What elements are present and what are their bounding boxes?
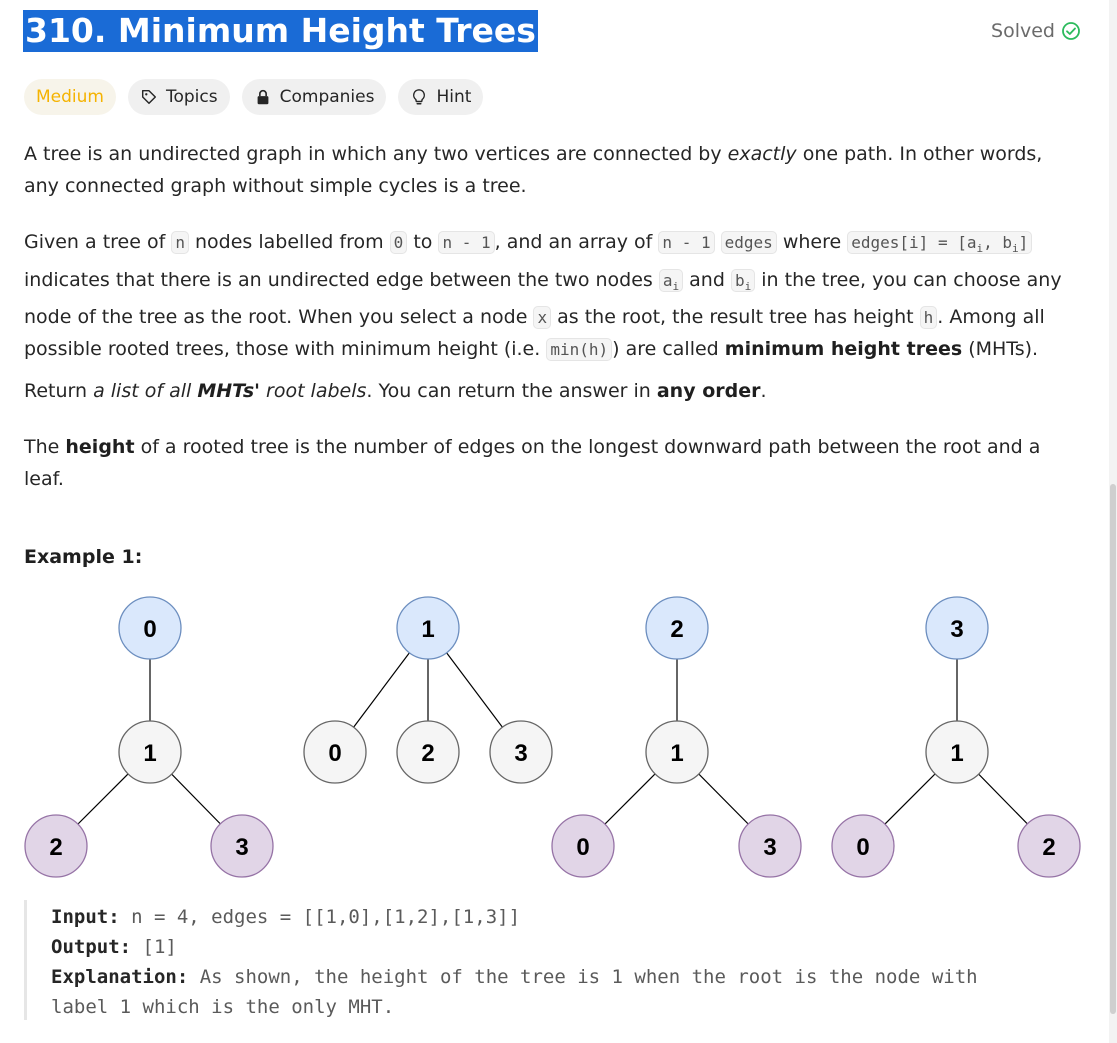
tree-node	[551, 814, 615, 878]
description-paragraph-1: A tree is an undirected graph in which a…	[24, 143, 1043, 197]
tree-node	[489, 720, 553, 784]
example-title: Example 1:	[24, 546, 143, 568]
tree-node	[303, 720, 367, 784]
description-paragraph-3: Return a list of all MHTs' root labels. …	[24, 380, 767, 402]
tree-node-label: 2	[49, 834, 62, 861]
topics-label: Topics	[165, 87, 218, 107]
tree-node-label: 0	[856, 834, 869, 861]
tree-node	[210, 814, 274, 878]
tree-rooted-at-1: 1 0 2 3	[303, 596, 553, 784]
companies-button[interactable]: Companies	[241, 79, 387, 115]
tree-node-label: 2	[670, 616, 683, 643]
tree-node-label: 2	[1042, 834, 1055, 861]
tree-node	[738, 814, 802, 878]
tree-node-label: 3	[763, 834, 776, 861]
tree-rooted-at-3: 3 1 0 2	[831, 596, 1081, 878]
tree-node	[831, 814, 895, 878]
tree-node	[925, 720, 989, 784]
tree-rooted-at-0: 0 1 2 3	[24, 596, 274, 878]
tree-rooted-at-2: 2 1 0 3	[551, 596, 802, 878]
description-paragraph-4: The height of a rooted tree is the numbe…	[24, 436, 1041, 490]
tree-node-label: 2	[421, 740, 434, 767]
solved-label: Solved	[991, 20, 1055, 42]
tree-node-label: 1	[950, 740, 963, 767]
tree-node	[645, 596, 709, 660]
problem-tags: Medium Topics Companies Hint	[24, 79, 484, 115]
solved-status: Solved	[991, 20, 1081, 42]
tree-node	[118, 596, 182, 660]
tree-node-label: 0	[576, 834, 589, 861]
lock-icon	[257, 89, 269, 105]
tree-node-label: 3	[514, 740, 527, 767]
tree-node	[645, 720, 709, 784]
tree-node	[396, 720, 460, 784]
tree-node-label: 1	[143, 740, 156, 767]
description-paragraph-2: Given a tree of n nodes labelled from 0 …	[24, 231, 1062, 361]
scrollbar[interactable]	[1109, 0, 1117, 1043]
lightbulb-icon	[413, 89, 426, 105]
example-explanation-line-2: label 1 which is the only MHT.	[51, 996, 395, 1018]
tree-node-label: 1	[670, 740, 683, 767]
tree-node-label: 0	[143, 616, 156, 643]
tree-node	[925, 596, 989, 660]
example-input-line: Input: n = 4, edges = [[1,0],[1,2],[1,3]…	[51, 906, 521, 928]
difficulty-badge: Medium	[24, 79, 116, 115]
tree-node	[1017, 814, 1081, 878]
companies-label: Companies	[279, 87, 375, 107]
hint-button[interactable]: Hint	[398, 79, 484, 115]
difficulty-label: Medium	[36, 87, 104, 107]
tree-node	[396, 596, 460, 660]
tree-node-label: 3	[950, 616, 963, 643]
example-explanation-line: Explanation: As shown, the height of the…	[51, 966, 978, 988]
hint-label: Hint	[436, 87, 472, 107]
tree-node	[118, 720, 182, 784]
example-tree-diagram: 0 1 2 3 1 0 2 3 2	[24, 596, 1081, 878]
scrollbar-thumb[interactable]	[1110, 484, 1116, 1014]
tag-icon	[141, 89, 157, 105]
topics-button[interactable]: Topics	[127, 79, 230, 115]
check-circle-icon	[1062, 22, 1080, 40]
tree-node-label: 0	[328, 740, 341, 767]
tree-node-label: 3	[235, 834, 248, 861]
example-output-line: Output: [1]	[51, 936, 177, 958]
tree-node-label: 1	[421, 616, 434, 643]
problem-title[interactable]: 310. Minimum Height Trees	[23, 10, 538, 52]
tree-node	[24, 814, 88, 878]
example-io-block: Input: n = 4, edges = [[1,0],[1,2],[1,3]…	[24, 900, 1097, 1020]
